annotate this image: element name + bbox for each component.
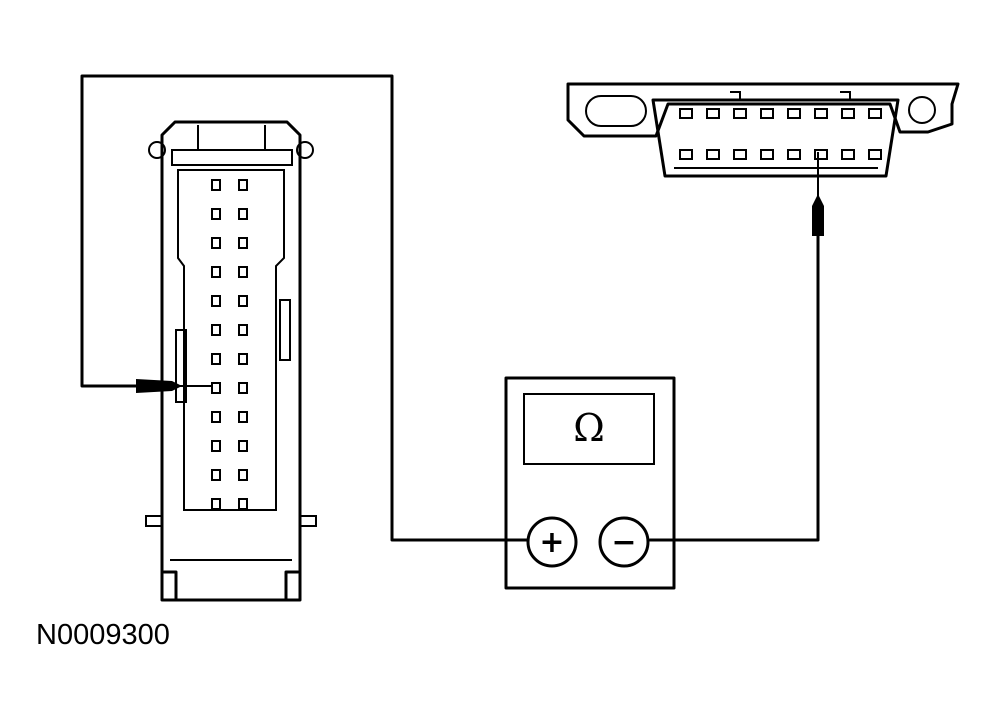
harness-pin	[211, 208, 221, 220]
harness-pin	[238, 266, 248, 278]
negative-terminal-label: −	[611, 525, 636, 560]
obd-pin	[760, 108, 774, 119]
harness-pin	[211, 353, 221, 365]
harness-pin	[238, 208, 248, 220]
obd-pin	[868, 149, 882, 160]
harness-pin	[238, 179, 248, 191]
obd-pin	[787, 149, 801, 160]
harness-pin	[238, 353, 248, 365]
ohmmeter: Ω + −	[504, 376, 676, 590]
obd-pin	[814, 149, 828, 160]
obd-pin	[706, 149, 720, 160]
positive-test-lead	[80, 74, 530, 542]
obd-pin	[760, 149, 774, 160]
harness-pin	[211, 440, 221, 452]
harness-pin	[211, 411, 221, 423]
harness-pin	[211, 498, 221, 510]
obd-pin	[733, 108, 747, 119]
obd-pin	[787, 108, 801, 119]
harness-pin	[238, 295, 248, 307]
obd-pin	[841, 108, 855, 119]
harness-pin	[238, 237, 248, 249]
harness-pin	[238, 411, 248, 423]
harness-probe-tip	[136, 379, 182, 393]
ohm-symbol: Ω	[573, 406, 605, 450]
harness-pin-grid	[211, 179, 248, 510]
negative-terminal	[598, 516, 650, 568]
obd-pin	[841, 149, 855, 160]
obd-probe-tip	[812, 194, 824, 236]
harness-pin	[238, 498, 248, 510]
obd-pin-grid	[679, 108, 882, 160]
figure-id-label: N0009300	[36, 619, 170, 651]
obd-connector	[566, 82, 960, 178]
harness-connector	[145, 120, 317, 602]
harness-pin	[238, 324, 248, 336]
harness-pin	[211, 179, 221, 191]
obd-pin	[733, 149, 747, 160]
obd-pin	[706, 108, 720, 119]
harness-pin	[238, 440, 248, 452]
harness-pin	[211, 382, 221, 394]
harness-pin	[238, 382, 248, 394]
positive-terminal-label: +	[539, 525, 564, 560]
obd-pin	[868, 108, 882, 119]
obd-pin	[679, 108, 693, 119]
harness-pin	[211, 237, 221, 249]
harness-pin	[211, 469, 221, 481]
harness-pin	[211, 324, 221, 336]
harness-pin	[238, 469, 248, 481]
harness-pin	[211, 295, 221, 307]
negative-test-lead	[648, 232, 820, 542]
obd-pin	[679, 149, 693, 160]
harness-pin	[211, 266, 221, 278]
positive-terminal	[526, 516, 578, 568]
obd-pin	[814, 108, 828, 119]
